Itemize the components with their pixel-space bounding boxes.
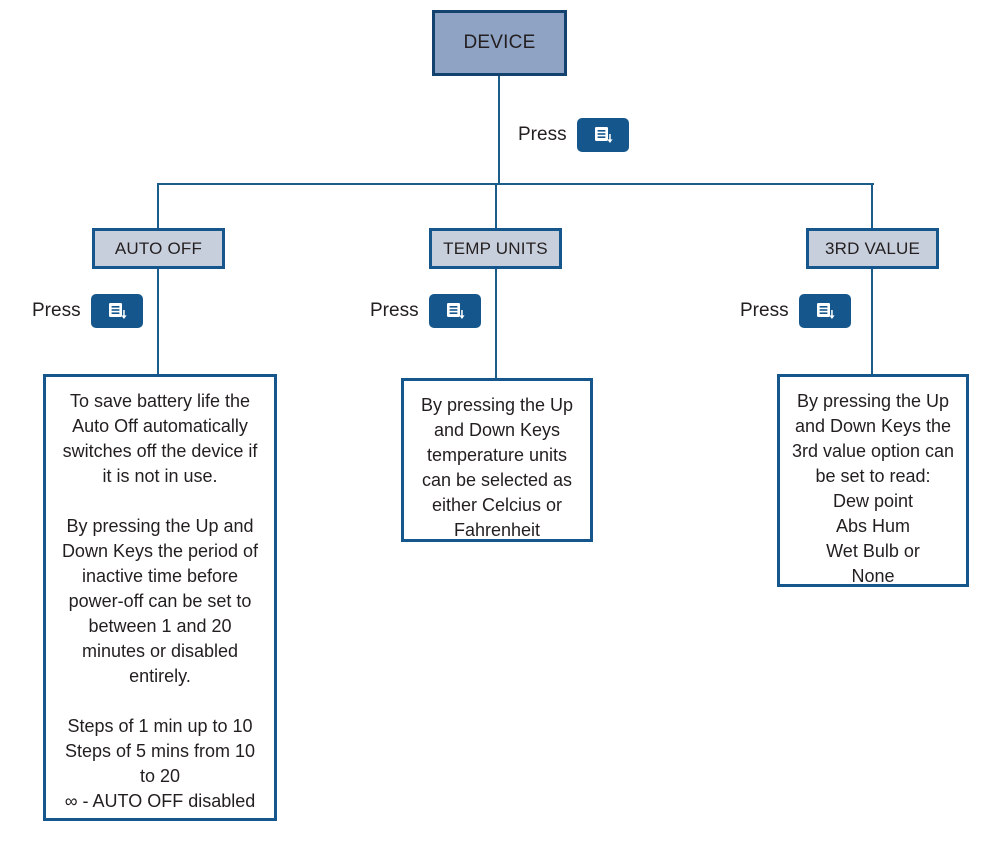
connector-auto-off-to-description — [157, 268, 159, 376]
connector-bus-to-temp-units — [495, 183, 497, 228]
description-auto-off-text: To save battery life the Auto Off automa… — [61, 391, 259, 811]
menu-down-key-icon[interactable] — [90, 294, 143, 328]
node-auto-off[interactable]: AUTO OFF — [92, 228, 225, 269]
press-instruction-root: Press — [518, 118, 629, 152]
node-temp-units-label: TEMP UNITS — [443, 238, 548, 258]
press-label-auto-off: Press — [32, 300, 81, 321]
connector-3rd-value-to-description — [871, 268, 873, 374]
node-3rd-value[interactable]: 3RD VALUE — [806, 228, 939, 269]
connector-bus-to-3rd-value — [871, 183, 873, 228]
press-instruction-temp-units: Press — [370, 294, 481, 328]
press-instruction-auto-off: Press — [32, 294, 143, 328]
press-instruction-3rd-value: Press — [740, 294, 851, 328]
press-label-root: Press — [518, 124, 567, 145]
press-label-temp-units: Press — [370, 300, 419, 321]
menu-down-key-icon[interactable] — [576, 118, 629, 152]
node-device-label: DEVICE — [463, 32, 536, 53]
connector-root-to-bus — [498, 76, 500, 184]
description-auto-off: To save battery life the Auto Off automa… — [43, 374, 277, 821]
connector-temp-units-to-description — [495, 268, 497, 378]
node-device[interactable]: DEVICE — [432, 10, 567, 76]
menu-down-key-icon[interactable] — [428, 294, 481, 328]
description-3rd-value: By pressing the Up and Down Keys the 3rd… — [777, 374, 969, 587]
connector-bus-to-auto-off — [157, 183, 159, 228]
press-label-3rd-value: Press — [740, 300, 789, 321]
node-3rd-value-label: 3RD VALUE — [824, 238, 921, 258]
node-auto-off-label: AUTO OFF — [114, 238, 203, 258]
menu-down-key-icon[interactable] — [798, 294, 851, 328]
node-temp-units[interactable]: TEMP UNITS — [429, 228, 562, 269]
description-temp-units-text: By pressing the Up and Down Keys tempera… — [420, 395, 574, 540]
description-temp-units: By pressing the Up and Down Keys tempera… — [401, 378, 593, 542]
connector-bus-horizontal — [158, 183, 874, 185]
description-3rd-value-text: By pressing the Up and Down Keys the 3rd… — [791, 391, 955, 586]
